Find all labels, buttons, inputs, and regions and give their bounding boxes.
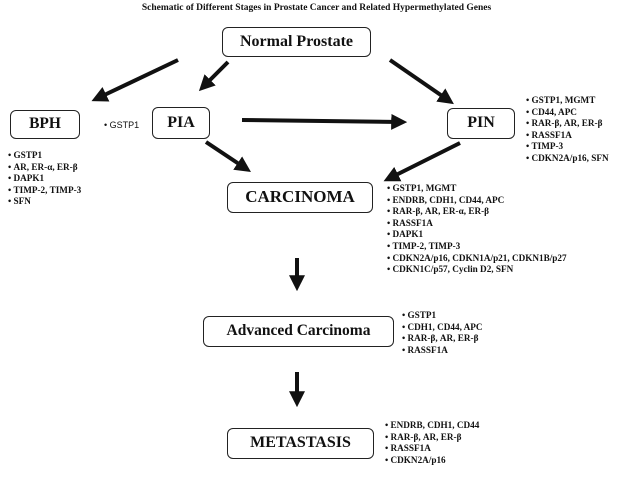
gene-item: ENDRB, CDH1, CD44, APC: [387, 195, 567, 207]
gene-item: GSTP1: [402, 310, 483, 322]
gene-item: RAR-β, AR, ER-β: [402, 333, 483, 345]
node-metastasis: METASTASIS: [227, 428, 374, 459]
gene-item: SFN: [8, 196, 81, 208]
arrow-pia-to-carcinoma: [204, 140, 251, 172]
gene-item: RASSF1A: [526, 130, 609, 142]
gene-list-pin: GSTP1, MGMTCD44, APCRAR-β, AR, ER-βRASSF…: [526, 95, 609, 165]
gene-list-metastasis: ENDRB, CDH1, CD44RAR-β, AR, ER-βRASSF1AC…: [385, 420, 480, 467]
node-advanced-carcinoma: Advanced Carcinoma: [203, 316, 394, 347]
gene-list-advanced: GSTP1CDH1, CD44, APCRAR-β, AR, ER-βRASSF…: [402, 310, 483, 356]
gene-item: RAR-β, AR, ER-β: [526, 118, 609, 130]
gene-list-bph: GSTP1AR, ER-α, ER-βDAPK1TIMP-2, TIMP-3SF…: [8, 150, 82, 208]
gene-item: CD44, APC: [526, 107, 609, 119]
node-bph: BPH: [10, 110, 80, 139]
node-carcinoma: CARCINOMA: [227, 182, 373, 213]
gene-item: RASSF1A: [402, 345, 483, 357]
gene-item: RASSF1A: [387, 218, 567, 230]
pia-gene-text: GSTP1: [109, 120, 140, 130]
gene-item: RAR-β, AR, ER-β: [385, 432, 479, 444]
arrow-normal-to-pia: [198, 60, 230, 92]
gene-item: CDKN1C/p57, Cyclin D2, SFN: [387, 264, 567, 276]
arrow-pia-to-pin: [241, 113, 408, 130]
gene-item: DAPK1: [8, 173, 81, 185]
gene-item: CDKN2A/p16, SFN: [526, 153, 609, 165]
gene-item: GSTP1: [8, 150, 81, 162]
gene-item: CDH1, CD44, APC: [402, 322, 483, 334]
gene-item: CDKN2A/p16, CDKN1A/p21, CDKN1B/p27: [387, 253, 567, 265]
gene-item: TIMP-3: [526, 141, 609, 153]
arrow-pin-to-carcinoma: [383, 141, 461, 182]
pia-gene-label: • GSTP1: [104, 120, 139, 130]
gene-item: GSTP1, MGMT: [526, 95, 609, 107]
gene-item: RAR-β, AR, ER-α, ER-β: [387, 206, 567, 218]
gene-item: DAPK1: [387, 229, 567, 241]
gene-item: TIMP-2, TIMP-3: [387, 241, 567, 253]
gene-item: ENDRB, CDH1, CD44: [385, 420, 480, 432]
gene-item: AR, ER-α, ER-β: [8, 162, 81, 174]
node-pia: PIA: [152, 107, 210, 139]
gene-item: RASSF1A: [385, 443, 479, 455]
arrow-normal-to-pin: [388, 58, 454, 105]
arrow-normal-to-bph: [91, 58, 179, 102]
gene-item: GSTP1, MGMT: [387, 183, 567, 195]
node-pin: PIN: [447, 108, 515, 139]
gene-item: TIMP-2, TIMP-3: [8, 185, 82, 197]
node-normal-prostate: Normal Prostate: [222, 27, 371, 57]
diagram-title: Schematic of Different Stages in Prostat…: [141, 3, 492, 13]
gene-list-carcinoma: GSTP1, MGMTENDRB, CDH1, CD44, APCRAR-β, …: [387, 183, 567, 276]
gene-item: CDKN2A/p16: [385, 455, 479, 467]
bullet: •: [104, 120, 110, 130]
